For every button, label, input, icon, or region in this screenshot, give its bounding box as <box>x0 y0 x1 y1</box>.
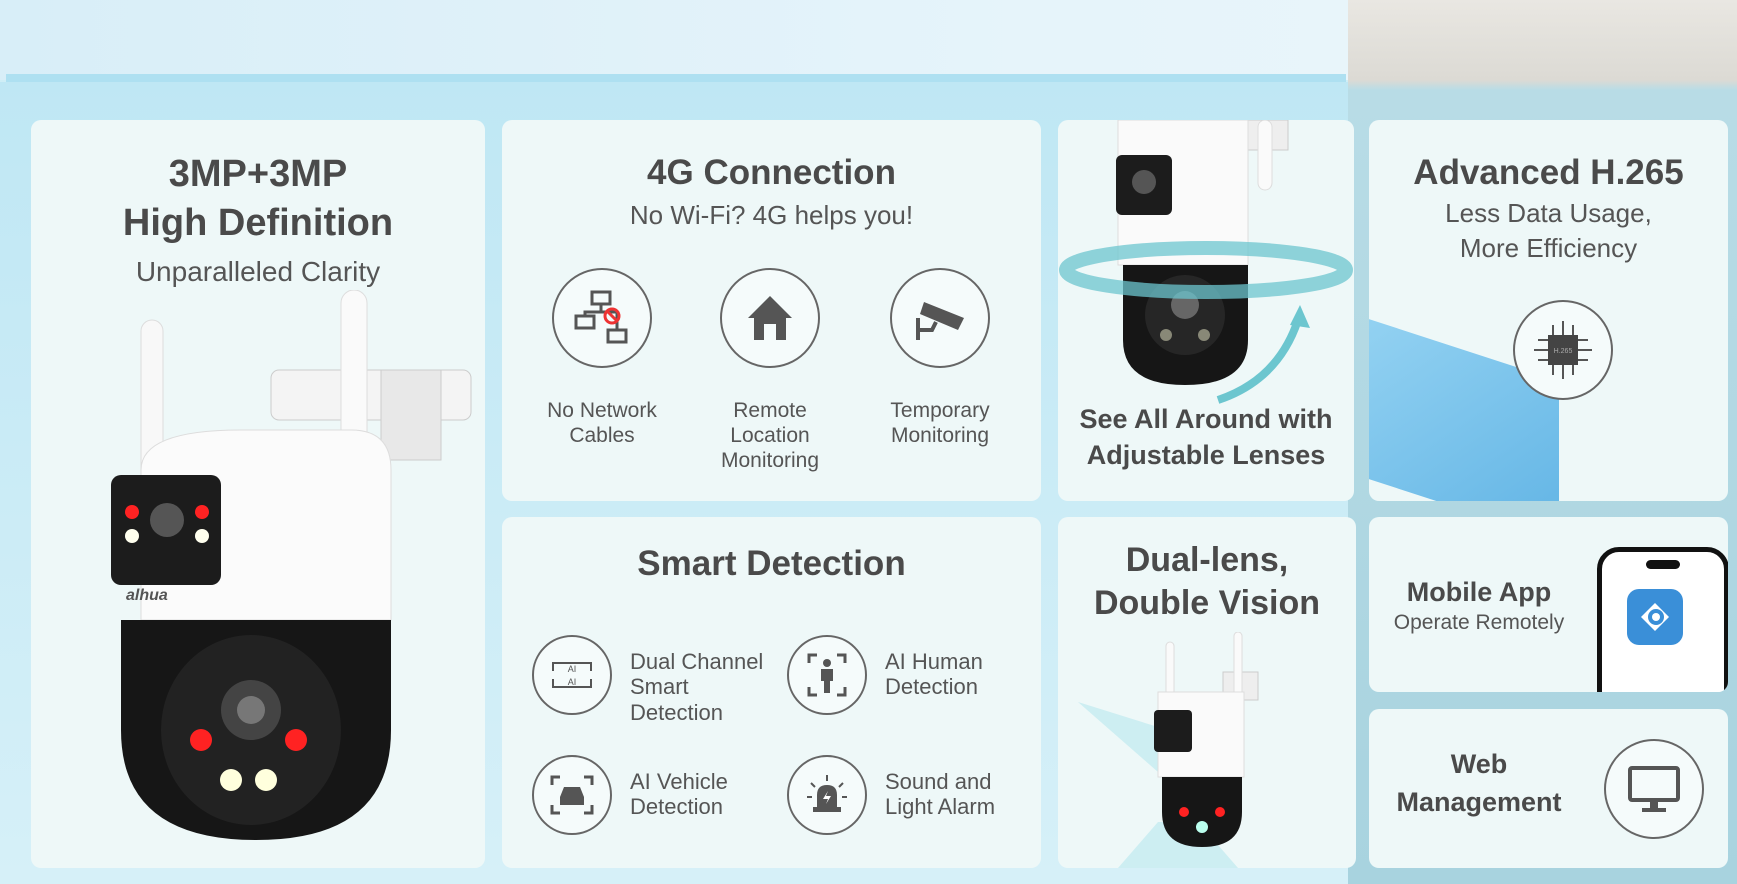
alarm-light-icon <box>787 755 867 835</box>
dual-channel-icon: AI AI <box>532 635 612 715</box>
detection-label: AI Vehicle Detection <box>630 769 728 820</box>
connection-subtitle: No Wi-Fi? 4G helps you! <box>629 199 914 230</box>
connection-title: 4G Connection <box>647 153 896 192</box>
hd-title-line1: 3MP+3MP <box>168 153 348 195</box>
house-icon <box>720 268 820 368</box>
cctv-camera-icon <box>890 268 990 368</box>
hd-subtitle: Unparalleled Clarity <box>135 255 381 287</box>
hd-title-line2: High Definition <box>122 202 394 245</box>
codec-panel: Advanced H.265 Less Data Usage, More Eff… <box>1369 120 1728 501</box>
dual-camera-image <box>1078 632 1259 868</box>
detection-sound-light-alarm: Sound and Light Alarm <box>787 755 1015 835</box>
hd-panel: 3MP+3MP High Definition Unparalleled Cla… <box>31 120 485 868</box>
detection-label: AI Human Detection <box>885 649 983 700</box>
detection-ai-vehicle: AI Vehicle Detection <box>532 755 780 835</box>
network-crossed-icon <box>552 268 652 368</box>
svg-text:AI: AI <box>568 677 577 687</box>
feature-remote-location-monitoring: Remote Location Monitoring <box>720 399 820 473</box>
brand-logo: alhua <box>126 587 168 604</box>
web-title-line1: Web <box>1450 749 1508 779</box>
codec-subtitle-line2: More Efficiency <box>1459 232 1638 263</box>
duallens-title-line2: Double Vision <box>1093 583 1321 622</box>
rotation-title-line1: See All Around with <box>1079 404 1333 434</box>
detection-panel: Smart Detection AI AI Dual Channel Smart … <box>502 517 1041 868</box>
detection-dual-channel: AI AI Dual Channel Smart Detection <box>532 635 780 725</box>
codec-subtitle-line1: Less Data Usage, <box>1445 197 1652 228</box>
svg-text:AI: AI <box>568 664 577 674</box>
detection-ai-human: AI Human Detection <box>787 635 1005 715</box>
rotation-panel: See All Around with Adjustable Lenses <box>1058 120 1354 501</box>
app-title: Mobile App <box>1406 577 1552 607</box>
camera-image: alhua <box>111 290 472 840</box>
monitor-icon <box>1604 739 1704 839</box>
app-panel: Mobile App Operate Remotely <box>1369 517 1728 692</box>
phone-notch <box>1646 560 1680 569</box>
human-icon <box>787 635 867 715</box>
detection-title: Smart Detection <box>637 544 906 583</box>
duallens-panel: Dual-lens, Double Vision <box>1058 517 1356 868</box>
app-icon <box>1627 589 1683 645</box>
chip-label: H.265 <box>1554 348 1573 355</box>
feature-temporary-monitoring: Temporary Monitoring <box>890 399 990 448</box>
web-panel: Web Management <box>1369 709 1728 868</box>
web-title-line2: Management <box>1396 787 1562 817</box>
duallens-title-line1: Dual-lens, <box>1125 541 1289 579</box>
app-subtitle: Operate Remotely <box>1393 611 1565 634</box>
feature-no-network-cables: No Network Cables <box>547 399 657 448</box>
detection-label: Dual Channel Smart Detection <box>630 649 764 725</box>
codec-title: Advanced H.265 <box>1413 153 1684 192</box>
vehicle-icon <box>532 755 612 835</box>
camera-rotation-image <box>1059 120 1353 404</box>
connection-panel: 4G Connection No Wi-Fi? 4G helps you! No… <box>502 120 1041 501</box>
chip-icon: H.265 <box>1513 300 1613 400</box>
rotation-title-line2: Adjustable Lenses <box>1086 440 1326 470</box>
detection-label: Sound and Light Alarm <box>885 769 996 820</box>
top-divider <box>6 74 1346 82</box>
phone-graphic <box>1597 547 1728 692</box>
